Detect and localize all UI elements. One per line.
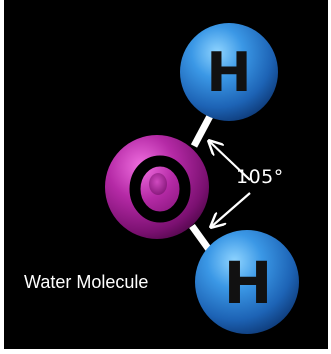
- hydrogen-atom-top: H: [180, 23, 278, 121]
- hydrogen-bottom-symbol: H: [224, 249, 273, 317]
- diagram-caption: Water Molecule: [24, 272, 149, 292]
- oxygen-atom: [105, 135, 209, 239]
- oxygen-symbol-ring: [129, 155, 191, 223]
- angle-arrow-bottom: [211, 192, 251, 227]
- bond-angle-label: 105°: [236, 166, 284, 188]
- hydrogen-atom-bottom: H: [195, 230, 299, 334]
- hydrogen-top-symbol: H: [206, 41, 251, 104]
- diagram-frame: H H 105° Water Molecule: [4, 0, 328, 349]
- angle-arrow-top: [209, 141, 251, 181]
- bond-top: [190, 114, 214, 148]
- water-molecule-diagram: H H: [105, 23, 299, 334]
- bond-bottom: [189, 223, 213, 254]
